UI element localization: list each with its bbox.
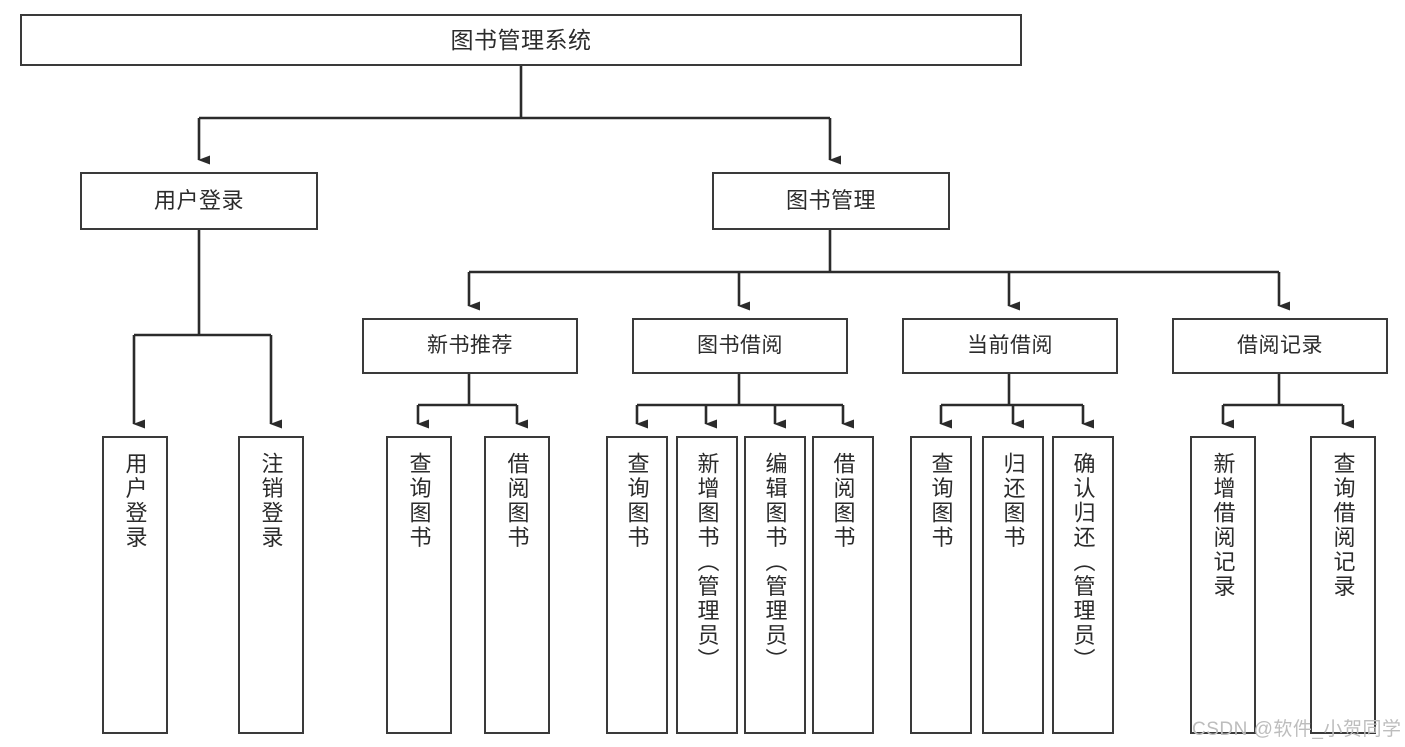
leaf-bookborrow-add-book[interactable]: 新增图书（管理员） [676,436,738,734]
leaf-user-login-logout[interactable]: 注销登录 [238,436,304,734]
leaf-label: 借阅图书 [504,452,530,550]
leaf-label: 编辑图书（管理员） [762,452,788,673]
connector-bookborrow-to-leaves [635,374,854,429]
node-root-system[interactable]: 图书管理系统 [20,14,1022,66]
node-book-borrow-label: 图书借阅 [697,334,783,358]
leaf-newbook-query-book[interactable]: 查询图书 [386,436,452,734]
leaf-label: 查询借阅记录 [1330,452,1356,599]
leaf-bookborrow-borrow-book[interactable]: 借阅图书 [812,436,874,734]
leaf-user-login-login[interactable]: 用户登录 [102,436,168,734]
leaf-borrowrecord-query-record[interactable]: 查询借阅记录 [1310,436,1376,734]
node-book-management-label: 图书管理 [785,187,876,213]
leaf-label: 注销登录 [258,452,284,550]
connector-userlogin-to-leaves [132,230,282,429]
node-book-management[interactable]: 图书管理 [712,172,950,230]
leaf-label: 借阅图书 [830,452,856,550]
leaf-label: 新增图书（管理员） [694,452,720,673]
connector-newbook-to-leaves [416,374,528,429]
csdn-watermark: CSDN @软件_小贺同学 [1192,719,1402,740]
node-borrow-record[interactable]: 借阅记录 [1172,318,1388,374]
node-user-login[interactable]: 用户登录 [80,172,318,230]
leaf-label: 查询图书 [406,452,432,550]
leaf-label: 归还图书 [1000,452,1026,550]
node-current-borrow[interactable]: 当前借阅 [902,318,1118,374]
leaf-newbook-borrow-book[interactable]: 借阅图书 [484,436,550,734]
node-current-borrow-label: 当前借阅 [967,334,1053,358]
connector-root-to-level1 [197,66,841,165]
leaf-bookborrow-query-book[interactable]: 查询图书 [606,436,668,734]
connector-currentborrow-to-leaves [939,374,1094,429]
connector-borrowrecord-to-leaves [1221,374,1354,429]
leaf-borrowrecord-add-record[interactable]: 新增借阅记录 [1190,436,1256,734]
connector-bookmgmt-to-level2 [467,230,1290,311]
node-new-book-recommend-label: 新书推荐 [427,334,513,358]
leaf-label: 查询图书 [624,452,650,550]
node-book-borrow[interactable]: 图书借阅 [632,318,848,374]
leaf-label: 查询图书 [928,452,954,550]
node-borrow-record-label: 借阅记录 [1237,334,1323,358]
leaf-bookborrow-edit-book[interactable]: 编辑图书（管理员） [744,436,806,734]
node-user-login-label: 用户登录 [153,187,244,213]
node-root-label: 图书管理系统 [450,26,592,53]
leaf-label: 用户登录 [122,452,148,550]
leaf-currentborrow-query-book[interactable]: 查询图书 [910,436,972,734]
leaf-label: 新增借阅记录 [1210,452,1236,599]
node-new-book-recommend[interactable]: 新书推荐 [362,318,578,374]
leaf-currentborrow-return-book[interactable]: 归还图书 [982,436,1044,734]
leaf-currentborrow-confirm-return[interactable]: 确认归还（管理员） [1052,436,1114,734]
leaf-label: 确认归还（管理员） [1070,452,1096,673]
